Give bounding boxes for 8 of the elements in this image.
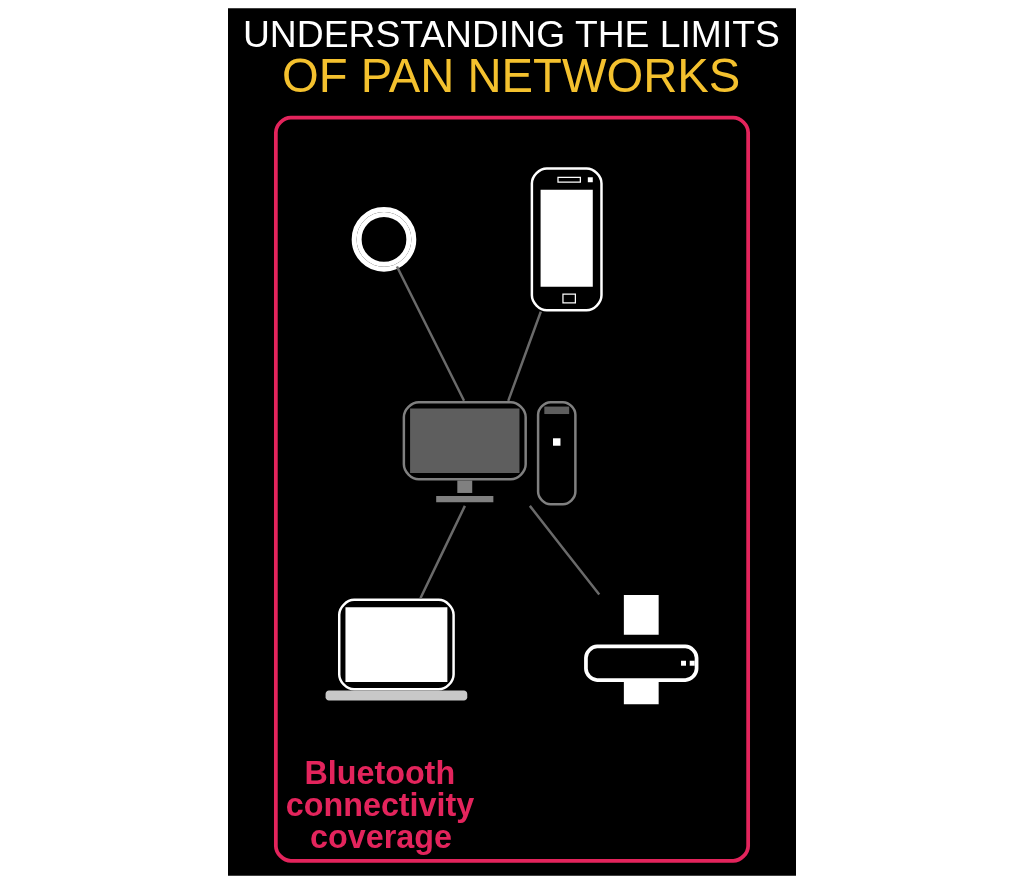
connector: [419, 505, 466, 599]
diagram-title: UNDERSTANDING THE LIMITS OF PAN NETWORKS: [242, 12, 780, 102]
connector: [507, 311, 542, 402]
connector: [395, 266, 466, 402]
cluster: Bluetooth connectivity coverage: [274, 115, 750, 863]
node-picture: [530, 167, 603, 312]
node-picture: [351, 207, 417, 272]
connector: [528, 505, 601, 596]
